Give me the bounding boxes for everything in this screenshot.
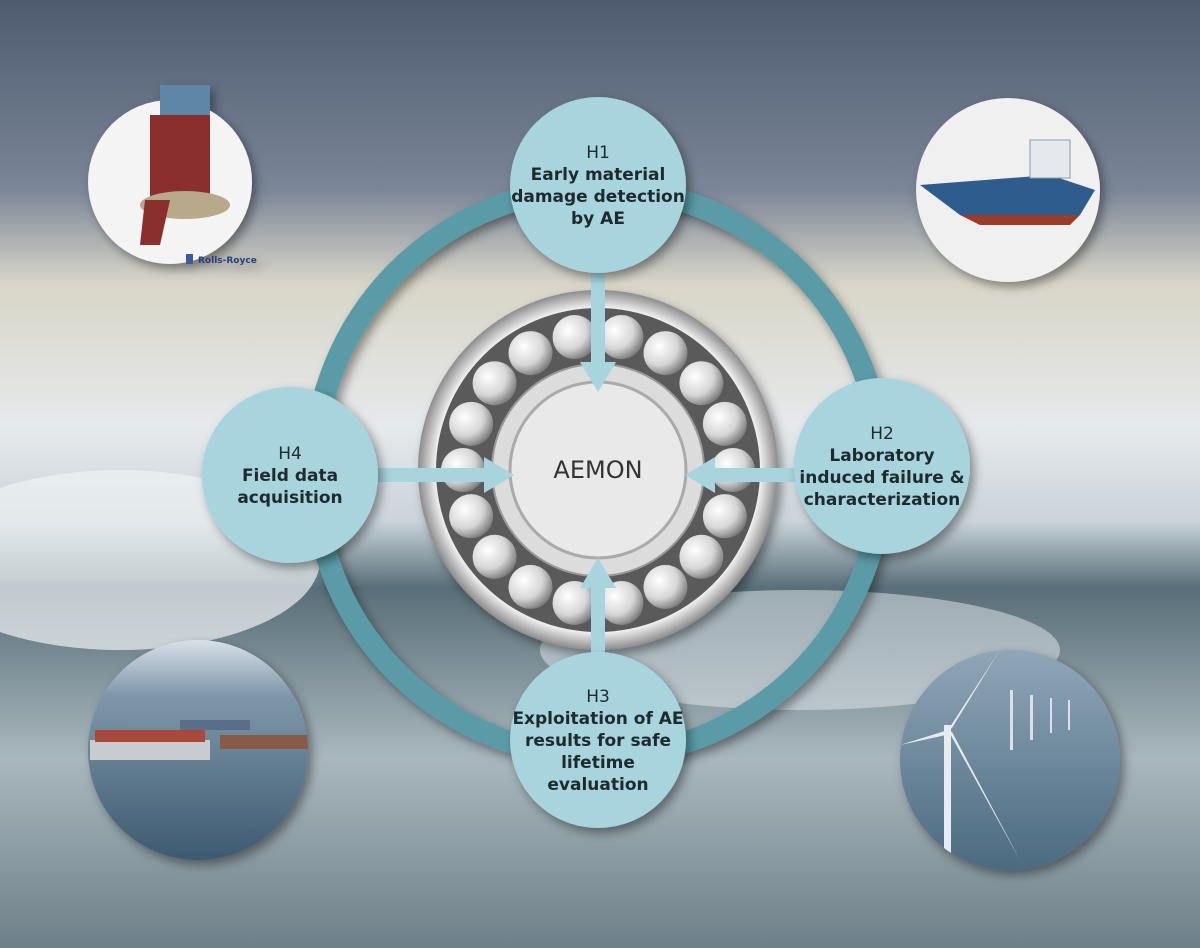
- node-id: H3: [586, 687, 610, 707]
- arrows: [372, 265, 802, 655]
- bearing-ball: [702, 401, 747, 446]
- center-label: AEMON: [553, 456, 642, 484]
- photo-thruster: Rolls-Royce: [88, 85, 257, 266]
- node-title-line: characterization: [804, 490, 961, 510]
- node-id: H1: [586, 143, 610, 163]
- node-circle: [510, 97, 686, 273]
- node-circle: [794, 378, 970, 554]
- node-id: H4: [278, 444, 302, 464]
- bearing-ball: [552, 315, 597, 360]
- bearing-ball: [679, 534, 724, 579]
- node-circle: [202, 387, 378, 563]
- arrow-h1: [591, 265, 605, 365]
- bearing-ball: [508, 564, 553, 609]
- node-id: H2: [870, 424, 894, 444]
- node-title-line: Exploitation of AE: [512, 709, 683, 729]
- bearing-ball: [449, 401, 494, 446]
- bearing-illustration: [418, 290, 778, 650]
- arrow-h4: [372, 468, 487, 482]
- node-title-line: Laboratory: [829, 446, 934, 466]
- node-title-line: Early material: [531, 165, 666, 185]
- photo-container-ships: [88, 640, 308, 860]
- bearing-ball: [702, 494, 747, 539]
- rolls-royce-logo: Rolls-Royce: [198, 256, 257, 266]
- node-title-line: acquisition: [237, 488, 342, 508]
- node-title-line: by AE: [571, 209, 625, 229]
- arrow-h3: [591, 585, 605, 655]
- bearing-ball: [643, 331, 688, 376]
- bearing-ball: [599, 580, 644, 625]
- node-title-line: results for safe: [525, 731, 671, 751]
- bearing-ball: [449, 494, 494, 539]
- bearing-ball: [552, 580, 597, 625]
- bearing-ball: [472, 361, 517, 406]
- node-title-line: lifetime: [561, 753, 635, 773]
- node-title-line: induced failure &: [799, 468, 964, 488]
- photo-wind-turbines: [900, 650, 1120, 870]
- bearing-ball: [679, 361, 724, 406]
- bearing-ball: [508, 331, 553, 376]
- bearing-ball: [472, 534, 517, 579]
- bearing-ball: [643, 564, 688, 609]
- node-circle: [510, 652, 686, 828]
- bearing-ball: [599, 315, 644, 360]
- photo-supply-vessel: [916, 98, 1100, 282]
- node-title-line: Field data: [242, 466, 338, 486]
- arrow-h2: [712, 468, 802, 482]
- node-title-line: evaluation: [547, 775, 648, 795]
- node-title-line: damage detection: [511, 187, 685, 207]
